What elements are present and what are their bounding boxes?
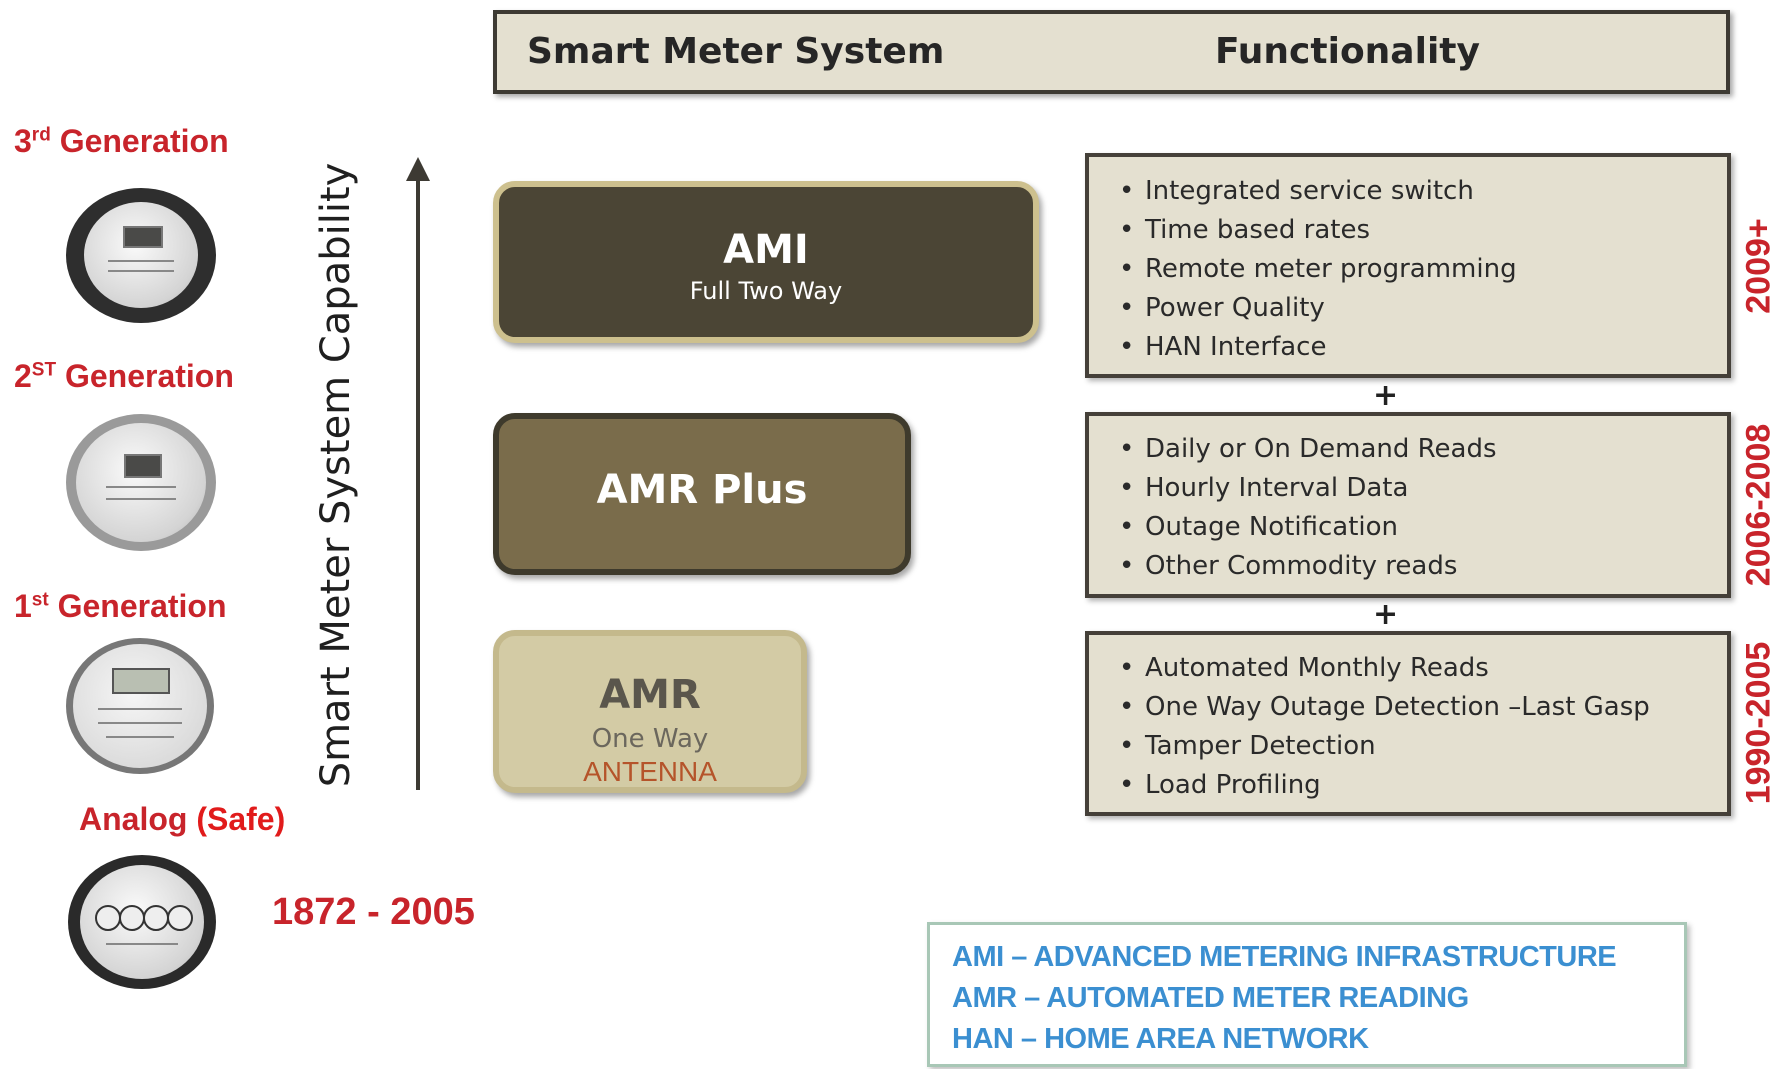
functionality-text: HAN Interface xyxy=(1145,332,1327,362)
second-generation-number: 2 xyxy=(14,358,32,394)
bullet-icon: • xyxy=(1119,551,1135,581)
ami-box: AMI Full Two Way xyxy=(493,181,1039,343)
analog-text: Analog xyxy=(79,801,188,837)
year-amr-text: 1990-2005 xyxy=(1739,641,1778,804)
header-bar: Smart Meter System Functionality xyxy=(493,10,1730,94)
third-generation-label: 3rd Generation xyxy=(14,123,229,160)
second-generation-sup: ST xyxy=(31,359,57,381)
analog-years: 1872 - 2005 xyxy=(272,891,475,933)
amr-subtitle: One Way xyxy=(591,724,709,754)
functionality-item: • HAN Interface xyxy=(1119,328,1727,367)
first-generation-number: 1 xyxy=(14,588,32,624)
up-arrow-icon xyxy=(406,157,430,790)
bullet-icon: • xyxy=(1119,176,1135,206)
functionality-item: • Power Quality xyxy=(1119,289,1727,328)
amr-plus-title: AMR Plus xyxy=(596,467,808,513)
amr-title: AMR xyxy=(599,672,701,718)
bullet-icon: • xyxy=(1119,254,1135,284)
header-smart-meter-system: Smart Meter System xyxy=(527,31,945,72)
amr-plus-functionality-box: • Daily or On Demand Reads • Hourly Interva… xyxy=(1085,412,1731,598)
ami-subtitle: Full Two Way xyxy=(689,277,843,305)
functionality-text: Remote meter programming xyxy=(1145,254,1517,284)
plus-sign-1: + xyxy=(1373,378,1399,413)
bullet-icon: • xyxy=(1119,731,1135,761)
functionality-text: Power Quality xyxy=(1145,293,1325,323)
bullet-icon: • xyxy=(1119,692,1135,722)
third-generation-number: 3 xyxy=(14,123,32,159)
second-generation-label: 2ST Generation xyxy=(14,358,234,395)
functionality-text: Outage Notification xyxy=(1145,512,1399,542)
functionality-text: Tamper Detection xyxy=(1145,731,1376,761)
analog-label: Analog (Safe) xyxy=(79,801,285,838)
year-amr: 1990-2005 xyxy=(1737,620,1781,825)
functionality-text: Daily or On Demand Reads xyxy=(1145,434,1497,464)
functionality-item: • Integrated service switch xyxy=(1119,172,1727,211)
ami-title: AMI xyxy=(723,227,809,273)
first-generation-text: Generation xyxy=(48,588,227,624)
legend-ami: AMI – ADVANCED METERING INFRASTRUCTURE xyxy=(952,941,1617,973)
bullet-icon: • xyxy=(1119,512,1135,542)
amr-box: AMR One Way ANTENNA xyxy=(493,630,807,793)
functionality-item: • Time based rates xyxy=(1119,211,1727,250)
functionality-item: • Automated Monthly Reads xyxy=(1119,649,1727,688)
bullet-icon: • xyxy=(1119,332,1135,362)
third-generation-sup: rd xyxy=(31,124,51,146)
first-generation-sup: st xyxy=(31,589,49,611)
year-amr-plus-text: 2006-2008 xyxy=(1739,423,1778,587)
functionality-text: Time based rates xyxy=(1145,215,1370,245)
legend-box: AMI – ADVANCED METERING INFRASTRUCTURE A… xyxy=(927,922,1687,1067)
functionality-item: • Remote meter programming xyxy=(1119,250,1727,289)
first-generation-label: 1st Generation xyxy=(14,588,227,625)
axis-label-text: Smart Meter System Capability xyxy=(313,162,359,788)
functionality-text: One Way Outage Detection –Last Gasp xyxy=(1145,692,1650,722)
functionality-item: • Hourly Interval Data xyxy=(1119,469,1727,508)
year-amr-plus: 2006-2008 xyxy=(1737,400,1781,610)
plus-sign-2: + xyxy=(1373,597,1399,632)
analog-safe-text: (Safe) xyxy=(196,801,286,837)
analog-meter-icon xyxy=(68,855,216,989)
functionality-item: • Outage Notification xyxy=(1119,508,1727,547)
bullet-icon: • xyxy=(1119,473,1135,503)
first-gen-meter-icon xyxy=(66,638,214,774)
bullet-icon: • xyxy=(1119,653,1135,683)
functionality-item: • Other Commodity reads xyxy=(1119,547,1727,586)
axis-label: Smart Meter System Capability xyxy=(308,160,364,790)
legend-amr: AMR – AUTOMATED METER READING xyxy=(952,982,1469,1014)
legend-han: HAN – HOME AREA NETWORK xyxy=(952,1023,1369,1055)
third-generation-text: Generation xyxy=(50,123,229,159)
amr-antenna-label: ANTENNA xyxy=(583,756,717,787)
ami-functionality-box: • Integrated service switch • Time based ra… xyxy=(1085,153,1731,378)
amr-functionality-box: • Automated Monthly Reads • One Way Outage … xyxy=(1085,631,1731,816)
functionality-text: Load Profiling xyxy=(1145,770,1321,800)
bullet-icon: • xyxy=(1119,770,1135,800)
functionality-text: Automated Monthly Reads xyxy=(1145,653,1489,683)
functionality-item: • One Way Outage Detection –Last Gasp xyxy=(1119,688,1727,727)
bullet-icon: • xyxy=(1119,215,1135,245)
third-gen-meter-icon xyxy=(66,188,216,323)
amr-plus-box: AMR Plus xyxy=(493,413,911,575)
functionality-item: • Tamper Detection xyxy=(1119,727,1727,766)
bullet-icon: • xyxy=(1119,434,1135,464)
functionality-item: • Daily or On Demand Reads xyxy=(1119,430,1727,469)
year-ami: 2009+ xyxy=(1737,153,1781,378)
second-generation-text: Generation xyxy=(56,358,234,394)
functionality-text: Hourly Interval Data xyxy=(1145,473,1409,503)
second-gen-meter-icon xyxy=(66,414,216,551)
functionality-text: Integrated service switch xyxy=(1145,176,1474,206)
bullet-icon: • xyxy=(1119,293,1135,323)
functionality-text: Other Commodity reads xyxy=(1145,551,1458,581)
header-functionality: Functionality xyxy=(1215,31,1480,72)
year-ami-text: 2009+ xyxy=(1739,217,1778,314)
functionality-item: • Load Profiling xyxy=(1119,766,1727,805)
